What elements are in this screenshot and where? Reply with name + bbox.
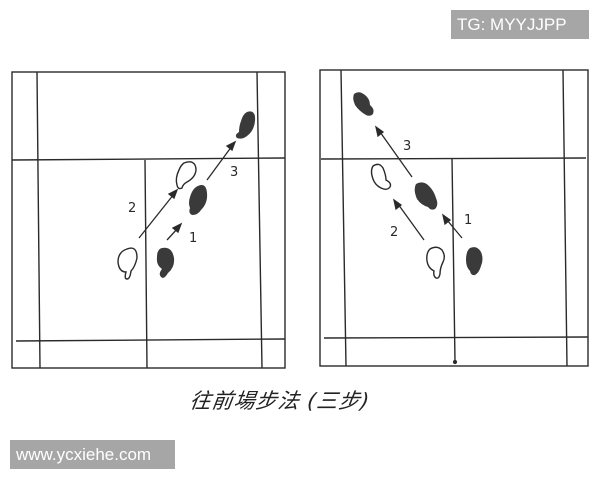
arrow-head-icon [167, 188, 179, 200]
side-line-right [562, 69, 568, 367]
foot-outline-icon [370, 163, 392, 190]
diagram-caption: 往前場步法 (三步) [188, 389, 372, 413]
step-label-2: 2 [128, 201, 136, 216]
foot-filled-icon [189, 185, 208, 215]
foot-outline-icon [426, 246, 445, 279]
foot-outline-icon [117, 247, 138, 280]
center-dot [452, 359, 458, 365]
center-line [144, 159, 148, 369]
foot-filled-icon [353, 92, 374, 116]
back-service-line [323, 336, 589, 339]
foot-filled-icon [414, 182, 438, 210]
short-service-line [11, 157, 286, 161]
left-arrows [138, 140, 237, 241]
arrow-head-icon [392, 198, 403, 211]
foot-filled-icon [466, 247, 483, 276]
side-line-left [36, 71, 41, 369]
court-outline [319, 69, 589, 367]
right-footsteps: 1 2 3 [353, 92, 483, 279]
left-court-diagram [11, 71, 286, 369]
arrow-head-icon [225, 140, 237, 152]
step-label-2: 2 [390, 225, 398, 240]
foot-filled-icon [156, 247, 175, 278]
step-label-3: 3 [403, 139, 411, 154]
foot-outline-icon [175, 161, 197, 190]
right-court-diagram [319, 69, 589, 367]
watermark-top-right: TG: MYYJJPP [451, 10, 589, 39]
left-step-labels: 1 2 3 [128, 165, 238, 246]
watermark-bottom-left: www.ycxiehe.com [10, 440, 175, 469]
right-step-labels: 1 2 3 [390, 139, 472, 240]
step-label-3: 3 [230, 165, 238, 180]
side-line-right [256, 71, 263, 369]
right-arrows [374, 125, 463, 241]
arrow-head-icon [171, 222, 183, 234]
step-label-1: 1 [464, 213, 472, 228]
step-label-1: 1 [189, 231, 197, 246]
foot-filled-icon [235, 111, 256, 139]
side-line-left [340, 69, 347, 367]
left-footsteps: 1 2 3 [117, 111, 256, 280]
center-line [451, 157, 456, 363]
arrow-head-icon [374, 125, 385, 138]
back-service-line [15, 338, 286, 342]
short-service-line [320, 157, 587, 160]
arrow-head-icon [441, 213, 452, 226]
court-outline [11, 71, 286, 369]
